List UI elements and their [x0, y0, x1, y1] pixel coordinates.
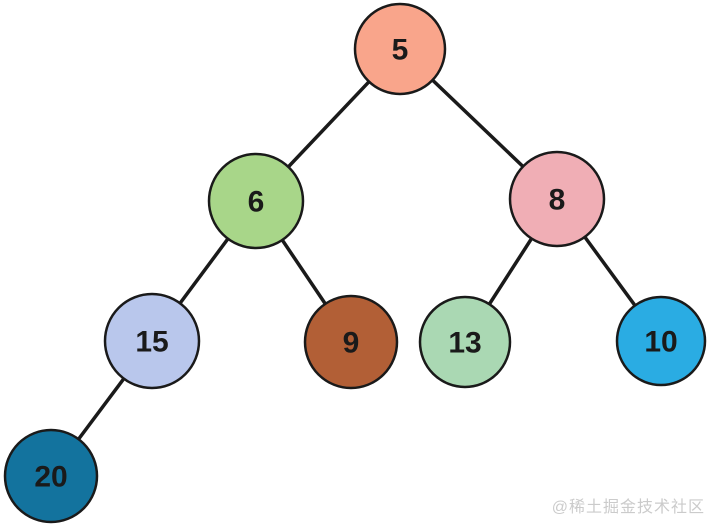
node-circle-15 [103, 292, 201, 390]
node-label-15: 15 [135, 326, 168, 359]
node-circle-13 [418, 295, 512, 389]
node-label-6: 6 [248, 186, 265, 219]
node-circle-6 [207, 152, 305, 250]
tree-node-6: 6 [207, 152, 305, 250]
tree-node-10: 10 [615, 295, 707, 387]
tree-node-5: 5 [353, 2, 447, 96]
node-circle-20 [3, 428, 99, 524]
node-label-8: 8 [549, 184, 566, 217]
node-label-5: 5 [392, 34, 409, 67]
node-label-10: 10 [644, 326, 677, 359]
node-circle-10 [615, 295, 707, 387]
tree-node-13: 13 [418, 295, 512, 389]
tree-node-8: 8 [508, 150, 606, 248]
node-circle-8 [508, 150, 606, 248]
tree-node-20: 20 [3, 428, 99, 524]
watermark-text: @稀土掘金技术社区 [551, 499, 705, 516]
node-circle-5 [353, 2, 447, 96]
node-label-20: 20 [34, 461, 67, 494]
tree-node-15: 15 [103, 292, 201, 390]
node-circle-9 [303, 294, 399, 390]
tree-node-9: 9 [303, 294, 399, 390]
node-label-9: 9 [343, 327, 360, 360]
node-label-13: 13 [448, 327, 481, 360]
